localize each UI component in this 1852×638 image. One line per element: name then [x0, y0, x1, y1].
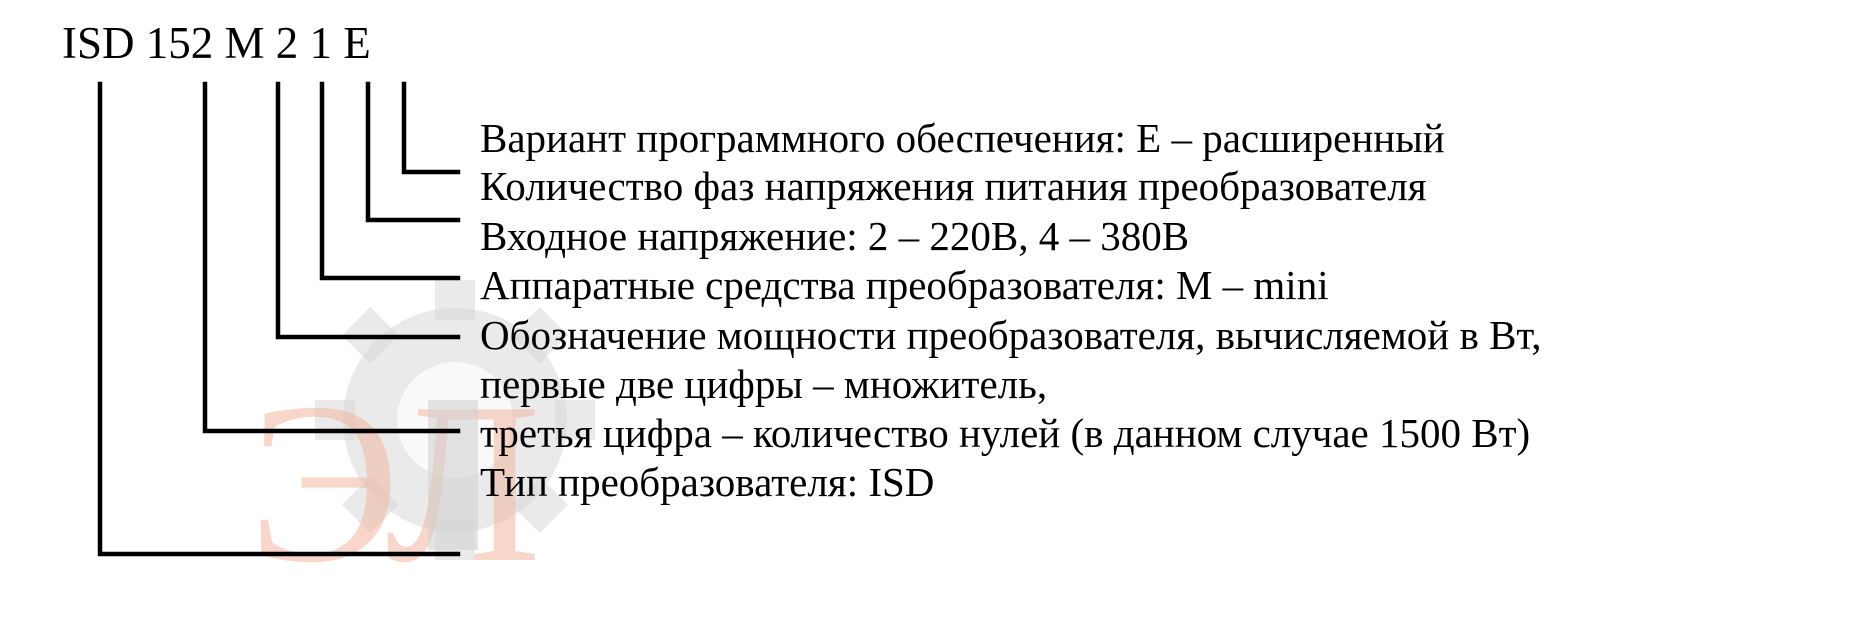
desc-phase-count: Количество фаз напряжения питания преобр…: [480, 163, 1427, 209]
leader-input-voltage: [319, 81, 461, 281]
watermark-logo: ЭЛ: [248, 280, 595, 610]
desc-power-line-2: первые две цифры – множитель,: [480, 361, 1047, 407]
leader-converter-type: [97, 81, 461, 557]
desc-software-variant: Вариант программного обеспечения: Е – ра…: [480, 115, 1445, 161]
leader-phase-count: [365, 81, 461, 223]
desc-converter-type: Тип преобразователя: ISD: [480, 459, 934, 505]
desc-hardware: Аппаратные средства преобразователя: М –…: [480, 262, 1329, 308]
watermark-bar: [428, 400, 478, 550]
leader-software-variant: [401, 81, 461, 175]
watermark-text: ЭЛ: [248, 355, 541, 610]
leader-hardware: [275, 81, 461, 340]
desc-power-line-3: третья цифра – количество нулей (в данно…: [480, 410, 1530, 456]
description-list: Вариант программного обеспечения: Е – ра…: [480, 115, 1542, 505]
gear-icon: [315, 280, 595, 560]
model-code: ISD 152 M 2 1 E: [62, 18, 371, 68]
desc-power-line-1: Обозначение мощности преобразователя, вы…: [480, 312, 1542, 358]
desc-input-voltage: Входное напряжение: 2 – 220В, 4 – 380В: [480, 213, 1189, 259]
leader-power: [202, 81, 461, 434]
leader-lines: [97, 81, 461, 557]
